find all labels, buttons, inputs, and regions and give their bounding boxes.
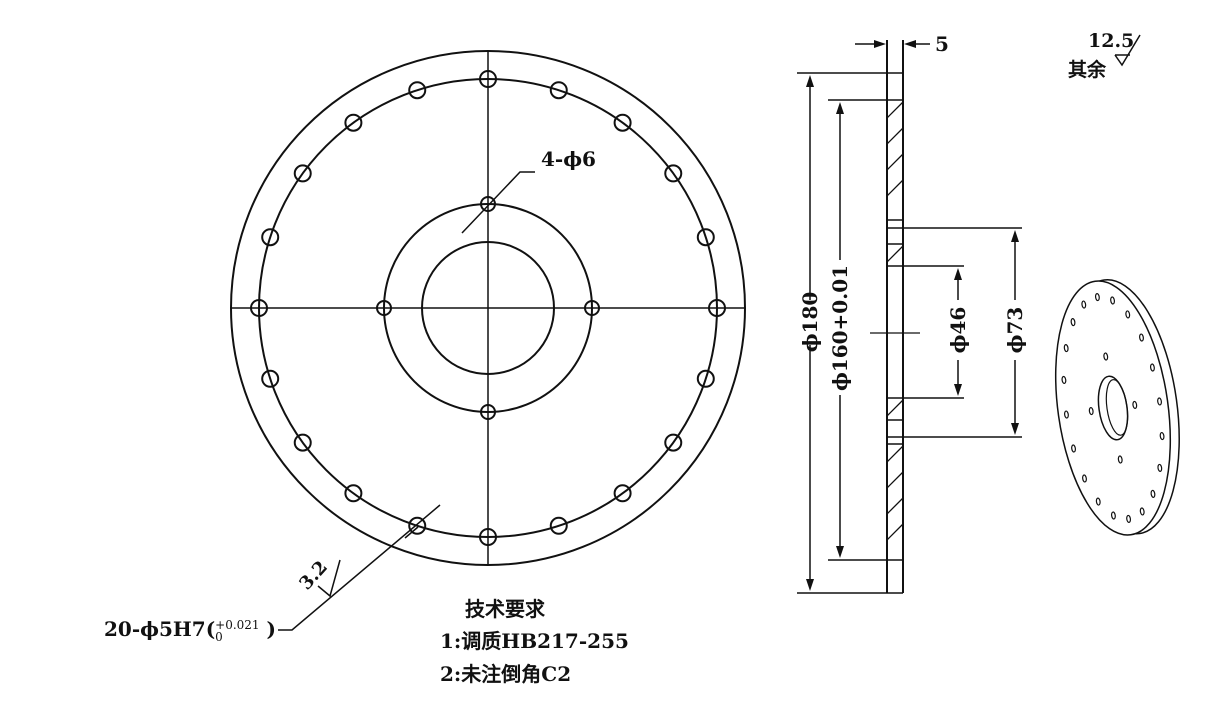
inner-hole bbox=[376, 300, 392, 316]
side-view bbox=[797, 40, 1022, 594]
bolt-hole bbox=[479, 70, 497, 88]
iso-bolt-hole bbox=[1157, 397, 1162, 406]
iso-bolt-hole bbox=[1095, 497, 1101, 506]
section-hatch bbox=[886, 471, 904, 489]
bolt-hole bbox=[696, 228, 715, 247]
callout-text: 20-ϕ5H7( bbox=[104, 617, 216, 641]
dimension-arrow bbox=[836, 102, 844, 114]
dim-outer-diameter: ϕ180 bbox=[798, 291, 822, 353]
dimension-arrow bbox=[954, 268, 962, 280]
bolt-hole bbox=[613, 113, 632, 132]
front-view bbox=[230, 50, 746, 631]
roughness-general-value: 12.5 bbox=[1088, 30, 1135, 52]
bolt-hole bbox=[549, 516, 568, 535]
dim-bore-diameter: ϕ46 bbox=[946, 306, 970, 354]
dimension-arrow bbox=[954, 384, 962, 396]
iso-bolt-hole bbox=[1071, 444, 1076, 453]
dimension-arrow bbox=[806, 75, 814, 87]
iso-bolt-hole bbox=[1094, 293, 1100, 302]
section-hatch bbox=[886, 153, 904, 171]
inner-hole-callout: 4-ϕ6 bbox=[541, 147, 596, 171]
iso-bolt-hole bbox=[1126, 514, 1132, 523]
callout-close: ) bbox=[266, 617, 277, 641]
thickness-dim: 5 bbox=[935, 32, 949, 56]
dimension-arrow bbox=[806, 579, 814, 591]
dimension-arrow bbox=[836, 546, 844, 558]
iso-bolt-hole bbox=[1125, 310, 1131, 319]
bolt-hole bbox=[344, 113, 363, 132]
inner-hole bbox=[584, 300, 600, 316]
iso-bolt-hole bbox=[1150, 489, 1156, 498]
bolt-hole bbox=[250, 299, 268, 317]
iso-inner-hole bbox=[1117, 455, 1123, 464]
bolt-hole bbox=[261, 228, 280, 247]
isometric-view bbox=[1054, 279, 1180, 536]
bolt-hole bbox=[708, 299, 726, 317]
section-hatch bbox=[886, 497, 904, 515]
inner-hole-leader bbox=[461, 171, 535, 234]
bolt-hole bbox=[549, 81, 568, 100]
dim-hub-diameter: ϕ73 bbox=[1003, 306, 1027, 354]
iso-bolt-hole bbox=[1110, 511, 1116, 520]
bolt-hole bbox=[293, 433, 312, 452]
bolt-hole bbox=[408, 516, 427, 535]
tolerance-upper: +0.021 bbox=[215, 617, 260, 632]
section-hatch bbox=[886, 399, 904, 417]
bolt-hole bbox=[613, 484, 632, 503]
roughness-symbol-holes bbox=[317, 559, 341, 598]
bolt-hole bbox=[293, 164, 312, 183]
tech-requirements-title: 技术要求 bbox=[465, 597, 545, 621]
iso-bolt-hole bbox=[1139, 507, 1145, 516]
iso-bolt-hole bbox=[1063, 344, 1069, 353]
bolt-hole bbox=[664, 433, 683, 452]
iso-bolt-hole bbox=[1110, 296, 1116, 305]
iso-bolt-hole bbox=[1159, 431, 1165, 441]
bolt-hole bbox=[408, 81, 427, 100]
bolt-hole bbox=[261, 369, 280, 388]
roughness-symbol-general bbox=[1114, 34, 1141, 67]
bolt-hole-leader bbox=[278, 504, 441, 631]
iso-bolt-hole bbox=[1157, 463, 1163, 472]
dimension-arrow bbox=[874, 40, 886, 48]
dimension-arrow bbox=[1011, 230, 1019, 242]
tech-requirement-1: 1:调质HB217-255 bbox=[440, 629, 629, 653]
bolt-hole bbox=[479, 528, 497, 546]
roughness-general-label: 其余 bbox=[1068, 59, 1107, 81]
iso-bolt-hole bbox=[1139, 333, 1144, 342]
iso-inner-hole bbox=[1088, 406, 1094, 416]
iso-bolt-hole bbox=[1061, 375, 1067, 385]
iso-bolt-hole bbox=[1150, 363, 1155, 372]
inner-hole bbox=[480, 404, 496, 420]
bolt-hole bbox=[664, 164, 683, 183]
inner-hole bbox=[480, 196, 496, 212]
iso-bolt-hole bbox=[1070, 318, 1076, 327]
iso-bolt-hole bbox=[1082, 474, 1087, 483]
iso-bolt-hole bbox=[1081, 300, 1087, 309]
iso-inner-hole bbox=[1103, 352, 1109, 361]
section-hatch bbox=[886, 445, 904, 463]
dim-bolt-circle-diameter: ϕ160+0.01 bbox=[828, 264, 852, 392]
section-hatch bbox=[886, 101, 904, 119]
bolt-hole bbox=[696, 369, 715, 388]
iso-inner-hole bbox=[1132, 400, 1138, 410]
bolt-hole bbox=[344, 484, 363, 503]
iso-bolt-hole bbox=[1064, 410, 1069, 419]
disc-face bbox=[1054, 280, 1172, 536]
section-hatch bbox=[886, 179, 904, 197]
section-hatch bbox=[886, 523, 904, 541]
tolerance-lower: 0 bbox=[215, 629, 223, 644]
dimension-arrow bbox=[904, 40, 916, 48]
section-hatch bbox=[886, 245, 904, 263]
tech-requirement-2: 2:未注倒角C2 bbox=[440, 662, 572, 686]
section-hatch bbox=[886, 127, 904, 145]
dimension-arrow bbox=[1011, 423, 1019, 435]
